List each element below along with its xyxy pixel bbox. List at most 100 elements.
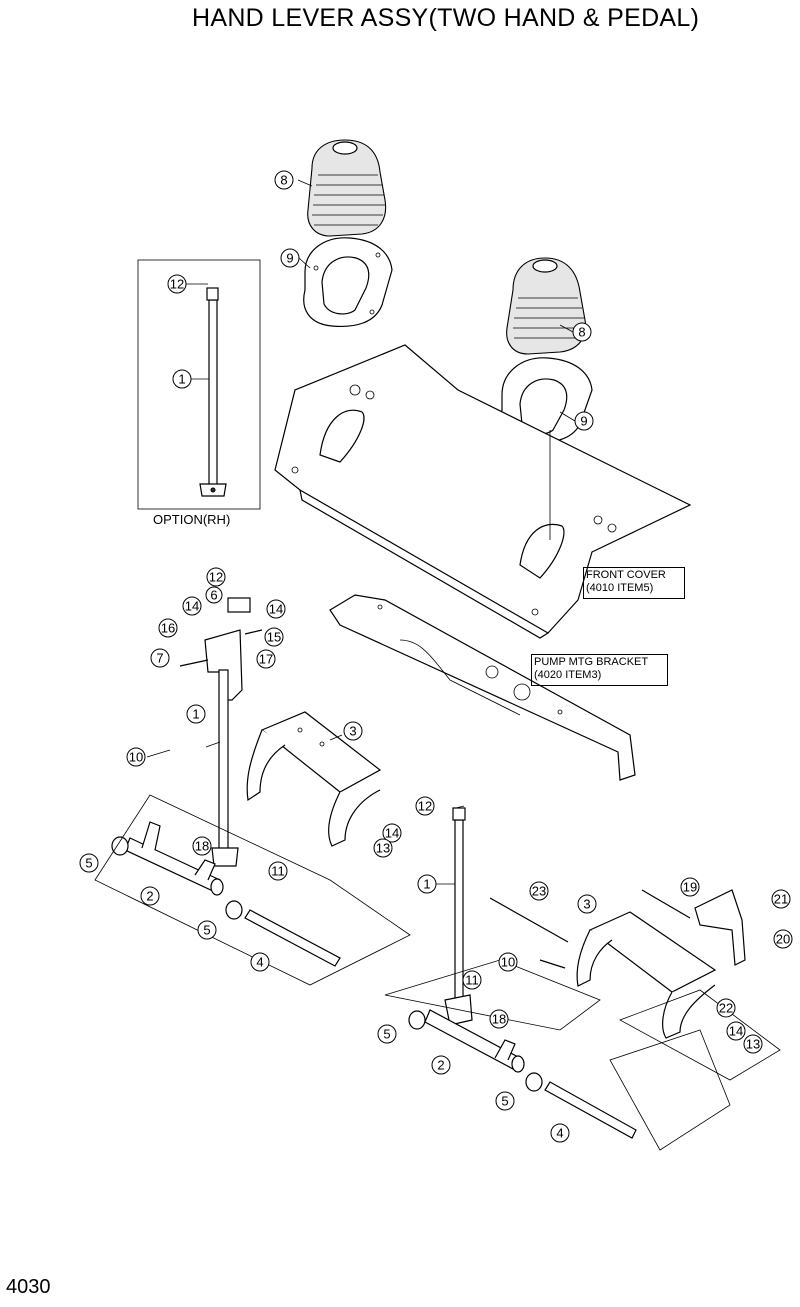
pump-bracket-note-line-1: PUMP MTG BRACKET <box>534 656 649 668</box>
callout: 16 <box>158 618 178 638</box>
callout: 14 <box>266 599 286 619</box>
callout: 14 <box>382 823 402 843</box>
callout-label: 12 <box>170 277 184 292</box>
callout: 18 <box>489 1009 509 1029</box>
callout-label: 9 <box>286 251 293 266</box>
callout-label: 11 <box>465 973 479 988</box>
callout: 19 <box>680 877 700 897</box>
left-lever-bracket <box>246 711 382 847</box>
left-lever-assembly <box>179 597 263 867</box>
callout: 13 <box>743 1034 763 1054</box>
callout-label: 11 <box>271 864 285 879</box>
callout: 20 <box>773 929 793 949</box>
callout-label: 4 <box>556 1126 563 1141</box>
callout: 17 <box>256 649 276 669</box>
callout: 22 <box>716 998 736 1018</box>
callout-label: 23 <box>532 884 546 899</box>
plate-upper <box>303 237 393 328</box>
callout: 2 <box>431 1055 451 1075</box>
callout: 8 <box>572 322 592 342</box>
callout-label: 2 <box>146 889 153 904</box>
right-lever-assembly <box>444 807 473 1026</box>
callout: 14 <box>726 1021 746 1041</box>
callout-label: 22 <box>719 1001 733 1016</box>
callout-label: 14 <box>385 826 399 841</box>
callout-label: 20 <box>776 932 790 947</box>
callout: 4 <box>250 952 270 972</box>
callout-label: 5 <box>85 856 92 871</box>
callout: 10 <box>126 747 146 767</box>
callouts: 8 9 12 1 8 9 12 6 14 14 16 15 7 17 1 3 1… <box>79 170 793 1143</box>
callout: 1 <box>417 874 437 894</box>
callout-label: 14 <box>729 1024 743 1039</box>
callout-label: 14 <box>269 602 283 617</box>
front-cover-note-box <box>583 567 685 599</box>
page-title: HAND LEVER ASSY(TWO HAND & PEDAL) <box>192 4 700 32</box>
callout-label: 8 <box>280 173 287 188</box>
callout-label: 1 <box>423 877 430 892</box>
front-cover-note-line-2: (4010 ITEM5) <box>586 582 654 594</box>
callout-label: 18 <box>492 1012 506 1027</box>
callout: 13 <box>373 838 393 858</box>
callout-label: 3 <box>349 724 356 739</box>
callout: 4 <box>550 1123 570 1143</box>
leader-lines <box>146 179 576 885</box>
callout: 2 <box>140 886 160 906</box>
callout: 6 <box>205 586 223 604</box>
left-pivot-shaft <box>111 821 341 967</box>
callout: 23 <box>529 881 549 901</box>
pump-bracket-note-line-2: (4020 ITEM3) <box>534 669 602 681</box>
callout-label: 12 <box>418 799 432 814</box>
plate-lower <box>500 357 593 444</box>
callout-label: 21 <box>774 892 788 907</box>
boot-lower <box>506 257 587 355</box>
callout-label: 3 <box>583 897 590 912</box>
callout: 18 <box>192 836 212 856</box>
callout-label: 12 <box>209 570 223 585</box>
callout: 15 <box>264 627 284 647</box>
right-lever-bracket <box>489 889 746 1039</box>
callout-label: 19 <box>683 880 697 895</box>
callout: 9 <box>574 411 594 431</box>
callout-label: 5 <box>501 1094 508 1109</box>
callout: 11 <box>462 970 482 990</box>
callout: 12 <box>167 274 187 294</box>
callout-label: 5 <box>383 1027 390 1042</box>
callout: 5 <box>197 920 217 940</box>
callout: 1 <box>172 369 192 389</box>
callout-label: 10 <box>129 750 143 765</box>
option-box <box>137 259 261 510</box>
callout: 8 <box>274 170 294 190</box>
option-label: OPTION(RH) <box>153 512 231 527</box>
callout-label: 6 <box>210 588 217 603</box>
callout: 7 <box>150 648 170 668</box>
boot-upper <box>307 139 387 237</box>
callout-label: 13 <box>746 1037 760 1052</box>
pump-mounting-bracket <box>329 594 636 781</box>
pump-bracket-note-box <box>531 654 668 686</box>
callout: 21 <box>771 889 791 909</box>
callout-label: 10 <box>501 955 515 970</box>
callout: 12 <box>415 796 435 816</box>
callout: 3 <box>577 894 597 914</box>
callout-label: 1 <box>178 372 185 387</box>
front-cover <box>274 344 692 639</box>
callout: 12 <box>206 567 226 587</box>
callout: 14 <box>182 596 202 616</box>
callout-label: 18 <box>195 839 209 854</box>
callout-label: 13 <box>376 841 390 856</box>
callout-label: 7 <box>156 651 163 666</box>
callout: 3 <box>343 721 363 741</box>
front-cover-note-line-1: FRONT COVER <box>586 569 666 581</box>
callout-label: 8 <box>578 325 585 340</box>
callout-label: 14 <box>185 599 199 614</box>
callout-label: 15 <box>267 630 281 645</box>
callout-label: 4 <box>256 955 263 970</box>
callout-label: 9 <box>580 414 587 429</box>
callout-label: 16 <box>161 621 175 636</box>
callout: 9 <box>280 248 300 268</box>
page-number: 4030 <box>6 1276 51 1298</box>
callout-label: 17 <box>259 652 273 667</box>
callout-label: 2 <box>437 1058 444 1073</box>
right-pivot-shaft <box>408 1009 637 1139</box>
